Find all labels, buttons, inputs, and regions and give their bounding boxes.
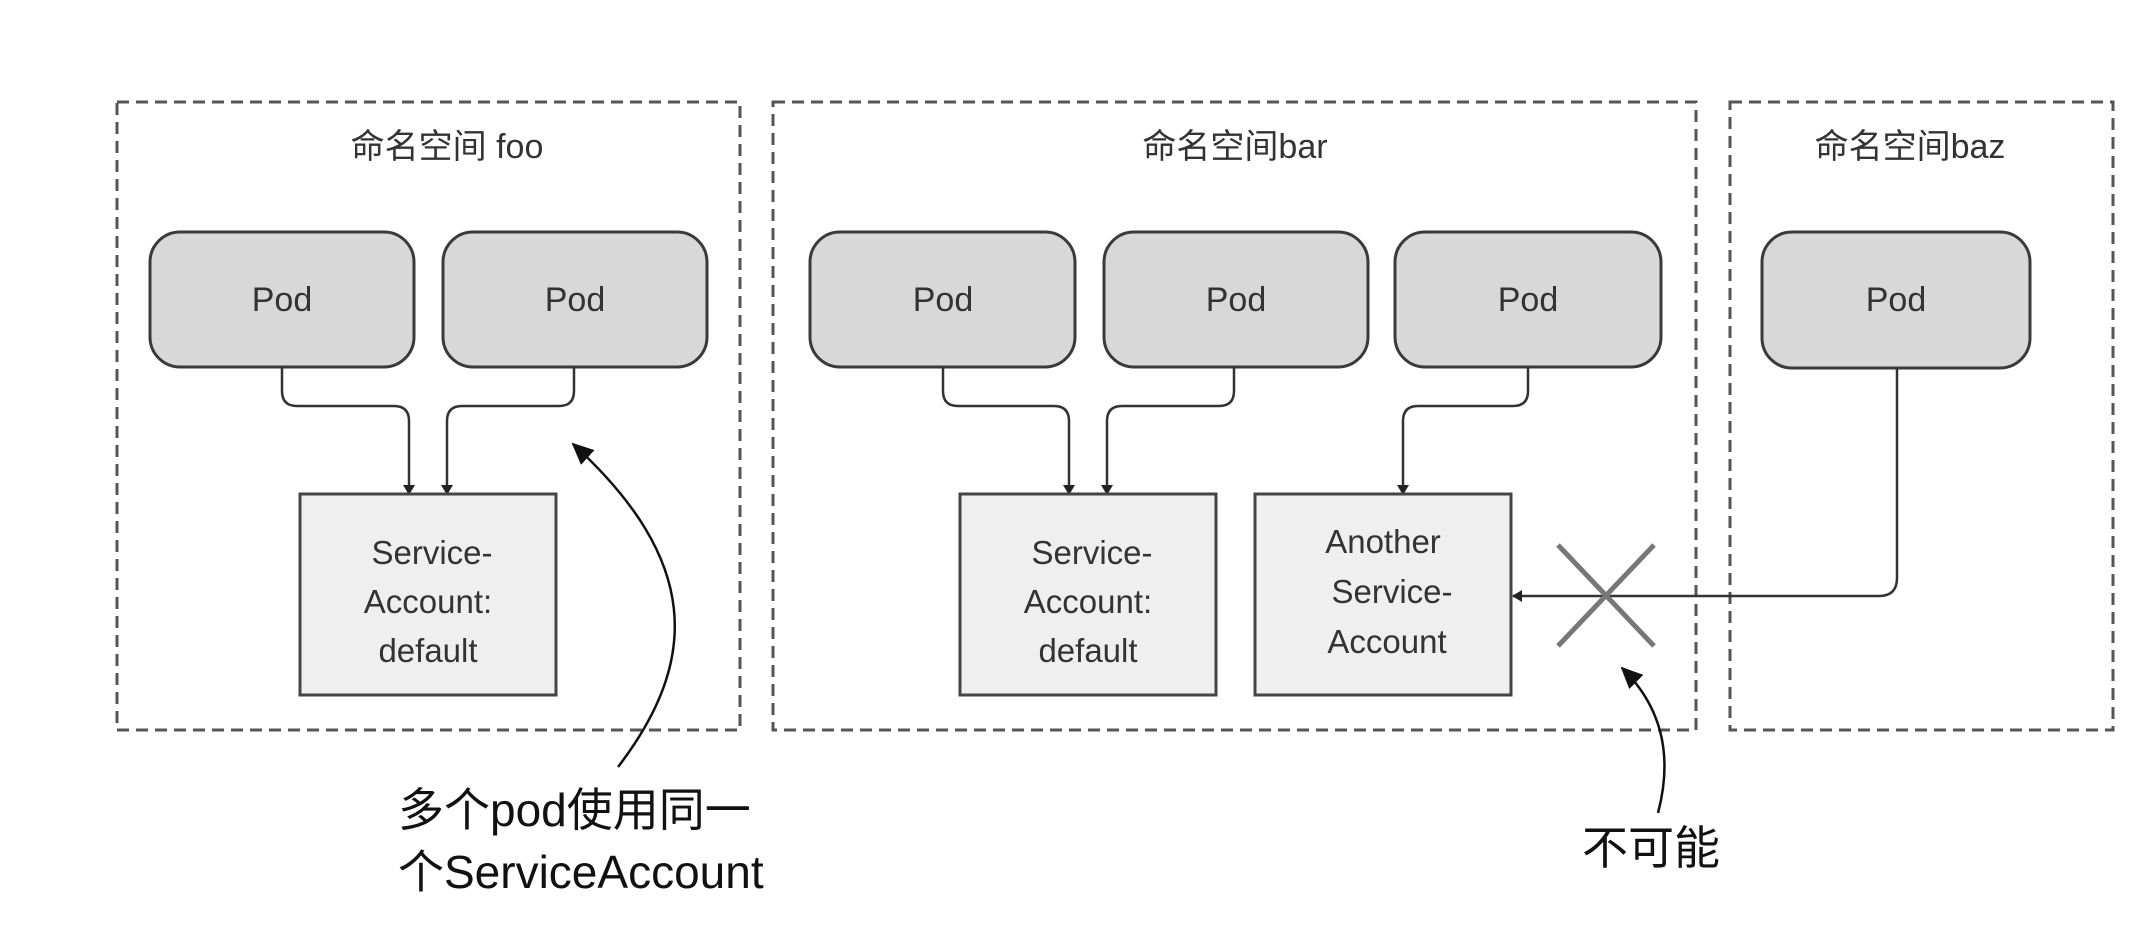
pod: Pod	[1102, 230, 1370, 369]
service-account-label: Service-	[371, 534, 492, 571]
pod-label: Pod	[913, 281, 974, 319]
namespace-bar: 命名空间bar Pod Pod Pod Service- Account: de…	[771, 100, 1698, 732]
namespace-bar-title: 命名空间bar	[1142, 128, 1327, 166]
pod-label: Pod	[545, 281, 606, 319]
pod-label: Pod	[1866, 281, 1927, 319]
namespace-foo: 命名空间 foo Pod Pod Service- Account: defau…	[115, 100, 742, 732]
connector-arrow	[1101, 367, 1236, 495]
connector-arrow	[941, 367, 1075, 495]
service-account-label: Account:	[364, 583, 492, 620]
pod-label: Pod	[1498, 281, 1559, 319]
blocked-connector-arrow	[1512, 368, 1899, 602]
service-account-label: Service-	[1331, 573, 1452, 610]
namespace-bar-boundary	[771, 100, 1698, 732]
pod: Pod	[148, 230, 416, 369]
connector-arrow	[1397, 367, 1530, 495]
annotation-impossible: 不可能	[1582, 822, 1720, 874]
service-account-label: default	[1038, 632, 1137, 669]
annotation-arrow	[571, 442, 676, 768]
annotation-shared-sa-line1: 多个pod使用同一	[398, 784, 751, 836]
namespace-baz-boundary	[1728, 100, 2115, 732]
blocked-x-icon	[1556, 543, 1656, 648]
service-account-label: default	[378, 632, 477, 669]
connector-arrow	[280, 367, 415, 495]
service-account-label: Account	[1327, 623, 1446, 660]
namespace-baz: 命名空间baz Pod	[1728, 100, 2115, 732]
annotation-arrow	[1620, 666, 1666, 814]
service-account-label: Another	[1325, 523, 1441, 560]
connector-arrow	[441, 367, 576, 495]
service-account-default: Service- Account: default	[958, 492, 1218, 697]
pod: Pod	[1760, 230, 2032, 370]
pod-label: Pod	[252, 281, 313, 319]
service-account-default: Service- Account: default	[298, 492, 558, 697]
pod: Pod	[1393, 230, 1663, 369]
namespace-foo-title: 命名空间 foo	[351, 128, 544, 166]
namespace-foo-boundary	[115, 100, 742, 732]
service-account-label: Account:	[1024, 583, 1152, 620]
annotation-shared-sa-line2: 个ServiceAccount	[398, 846, 764, 898]
service-account-label: Service-	[1031, 534, 1152, 571]
pod: Pod	[808, 230, 1077, 369]
pod: Pod	[441, 230, 709, 369]
service-account-another: Another Service- Account	[1253, 492, 1513, 697]
namespace-baz-title: 命名空间baz	[1815, 128, 2006, 166]
pod-label: Pod	[1206, 281, 1267, 319]
